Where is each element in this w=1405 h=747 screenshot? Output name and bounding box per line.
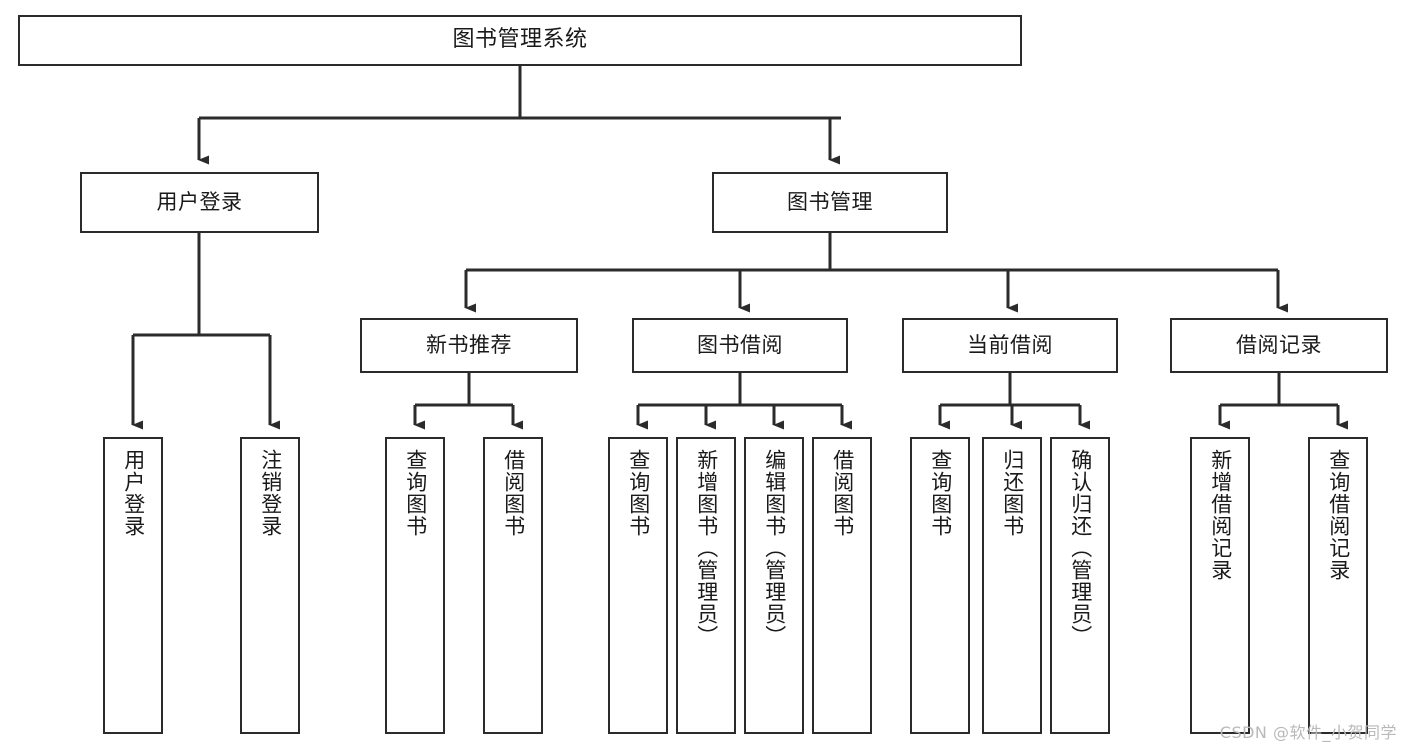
node-leaf-label: 注销登录 <box>258 449 283 537</box>
node-leaf-label: 查询借阅记录 <box>1326 449 1351 581</box>
node-book-borrow-label: 图书借阅 <box>697 332 783 357</box>
node-borrow-records[interactable]: 借阅记录 <box>1170 318 1388 373</box>
node-leaf-add-book-admin[interactable]: 新增图书（管理员） <box>676 437 736 734</box>
node-leaf-user-login[interactable]: 用户登录 <box>103 437 163 734</box>
node-leaf-label: 借阅图书 <box>830 449 855 537</box>
node-leaf-label: 新增借阅记录 <box>1208 449 1233 581</box>
node-borrow-records-label: 借阅记录 <box>1236 332 1322 357</box>
node-leaf-query-borrow-record[interactable]: 查询借阅记录 <box>1308 437 1368 734</box>
node-leaf-label: 归还图书 <box>1000 449 1025 537</box>
node-new-book-recommend[interactable]: 新书推荐 <box>360 318 578 373</box>
node-user-login-label: 用户登录 <box>156 189 243 214</box>
node-new-book-recommend-label: 新书推荐 <box>426 332 512 357</box>
watermark: CSDN @软件_小贺同学 <box>1219 723 1397 742</box>
node-leaf-label: 编辑图书（管理员） <box>762 449 787 647</box>
node-book-borrow[interactable]: 图书借阅 <box>632 318 848 373</box>
node-current-borrow-label: 当前借阅 <box>967 332 1053 357</box>
node-leaf-label: 新增图书（管理员） <box>694 449 719 647</box>
node-book-management[interactable]: 图书管理 <box>712 172 948 233</box>
node-leaf-label: 查询图书 <box>626 449 651 537</box>
node-leaf-label: 借阅图书 <box>501 449 526 537</box>
node-leaf-query-book-borrow[interactable]: 查询图书 <box>608 437 668 734</box>
node-leaf-return-book[interactable]: 归还图书 <box>982 437 1042 734</box>
node-leaf-query-book-newbook[interactable]: 查询图书 <box>385 437 445 734</box>
node-current-borrow[interactable]: 当前借阅 <box>902 318 1118 373</box>
node-leaf-label: 用户登录 <box>121 449 146 537</box>
node-root-label: 图书管理系统 <box>452 27 588 53</box>
node-leaf-logout[interactable]: 注销登录 <box>240 437 300 734</box>
node-leaf-label: 查询图书 <box>403 449 428 537</box>
node-book-management-label: 图书管理 <box>787 189 873 214</box>
node-leaf-confirm-return-admin[interactable]: 确认归还（管理员） <box>1050 437 1110 734</box>
node-root[interactable]: 图书管理系统 <box>18 15 1022 66</box>
node-leaf-lend-book[interactable]: 借阅图书 <box>812 437 872 734</box>
node-leaf-label: 确认归还（管理员） <box>1068 449 1093 647</box>
node-leaf-label: 查询图书 <box>928 449 953 537</box>
node-leaf-edit-book-admin[interactable]: 编辑图书（管理员） <box>744 437 804 734</box>
node-leaf-query-book-current[interactable]: 查询图书 <box>910 437 970 734</box>
node-user-login[interactable]: 用户登录 <box>80 172 319 233</box>
node-leaf-add-borrow-record[interactable]: 新增借阅记录 <box>1190 437 1250 734</box>
node-leaf-borrow-book-newbook[interactable]: 借阅图书 <box>483 437 543 734</box>
